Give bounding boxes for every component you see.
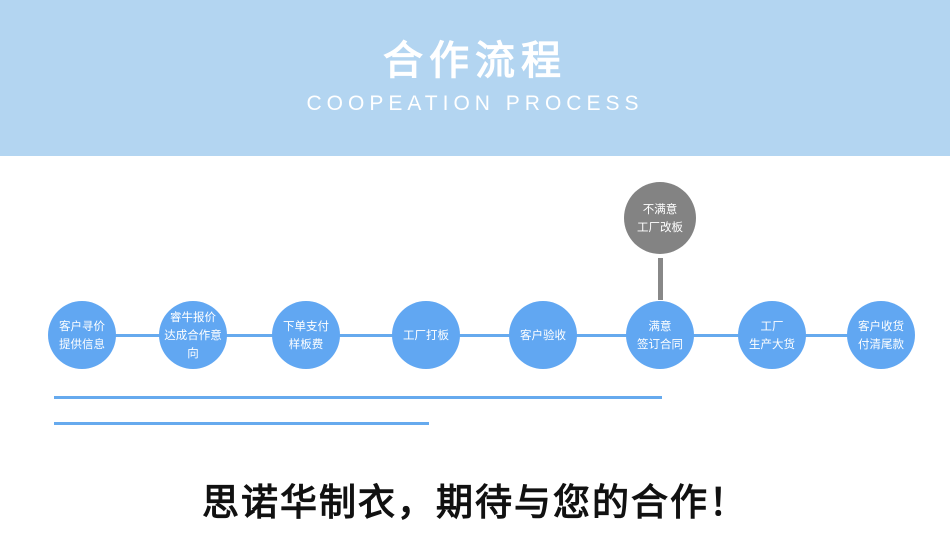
node-label-line1: 客户验收: [520, 328, 566, 342]
node-label-line1: 下单支付: [283, 319, 329, 333]
decorative-line-long: [54, 396, 662, 399]
flow-node-delivery-payment: 客户收货 付清尾款: [847, 301, 915, 369]
branch-connector-line: [658, 258, 663, 300]
flow-node-customer-inquiry: 客户寻价 提供信息: [48, 301, 116, 369]
flow-node-customer-acceptance: 客户验收: [509, 301, 577, 369]
node-label-line1: 客户寻价: [59, 319, 105, 333]
header-banner: 合作流程 COOPEATION PROCESS: [0, 0, 950, 156]
node-label-line1: 工厂打板: [403, 328, 449, 342]
flow-connector-line: [80, 334, 880, 337]
node-label-line1: 睿牛报价: [170, 310, 216, 324]
node-label-line1: 工厂: [760, 319, 784, 333]
flow-node-order-payment: 下单支付 样板费: [272, 301, 340, 369]
flow-node-sample-making: 工厂打板: [392, 301, 460, 369]
page-subtitle: COOPEATION PROCESS: [306, 92, 644, 115]
node-label-line2: 达成合作意向: [164, 328, 222, 360]
flow-node-mass-production: 工厂 生产大货: [738, 301, 806, 369]
page-title: 合作流程: [383, 38, 567, 84]
footer-slogan: 思诺华制衣，期待与您的合作！: [202, 480, 748, 524]
node-label-line2: 付清尾款: [858, 337, 904, 351]
flow-node-sign-contract: 满意 签订合同: [626, 301, 694, 369]
node-label-line1: 客户收货: [858, 319, 904, 333]
node-label-line1: 满意: [648, 319, 672, 333]
flow-node-quotation: 睿牛报价 达成合作意向: [159, 301, 227, 369]
node-label-line2: 样板费: [288, 337, 324, 351]
flow-node-factory-revision: 不满意 工厂改板: [624, 182, 696, 254]
node-label-line2: 签订合同: [637, 337, 683, 351]
node-label-line2: 生产大货: [749, 337, 795, 351]
node-label-line1: 不满意: [642, 202, 678, 216]
decorative-line-short: [54, 422, 429, 425]
node-label-line2: 工厂改板: [637, 220, 683, 234]
node-label-line2: 提供信息: [59, 337, 105, 351]
